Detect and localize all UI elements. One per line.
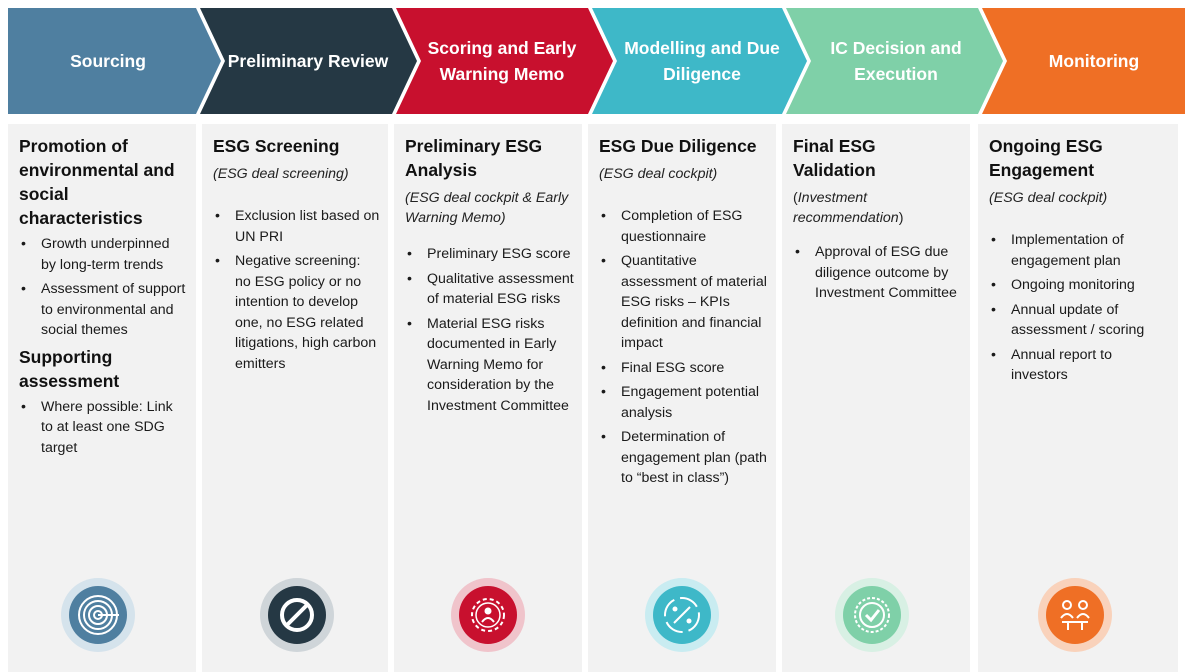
column-title: Preliminary ESG Analysis [405, 136, 543, 180]
bullet-list: Completion of ESG questionnaire Quantita… [599, 206, 768, 489]
process-arrows [8, 8, 1185, 114]
arrow-sourcing [8, 8, 221, 114]
subtitle-italic: Investment recommendation [793, 190, 899, 226]
column-title-secondary: Supporting assessment [19, 346, 120, 391]
bullet-list: Growth underpinned by long-term trends A… [19, 234, 188, 341]
list-item: Preliminary ESG score [405, 244, 574, 265]
list-item: Exclusion list based on UN PRI [213, 206, 380, 247]
bullet-list: Exclusion list based on UN PRI Negative … [213, 206, 380, 374]
stage-label-sourcing: Sourcing [70, 51, 146, 71]
meeting-icon [1038, 578, 1112, 652]
column-title: ESG Screening [213, 136, 340, 156]
list-item: Material ESG risks documented in Early W… [405, 314, 574, 417]
column-subtitle: (ESG deal cockpit) [599, 166, 718, 182]
column-subtitle: (ESG deal screening) [213, 166, 349, 182]
list-item: Quantitative assessment of material ESG … [599, 251, 768, 354]
column-subtitle: (ESG deal cockpit & Early Warning Memo) [405, 190, 569, 226]
list-item: Qualitative assessment of material ESG r… [405, 269, 574, 310]
list-item: Where possible: Link to at least one SDG… [19, 397, 188, 459]
percent-arrows-icon [645, 578, 719, 652]
stage-label-preliminary-review: Preliminary Review [227, 51, 389, 71]
arrow-ic-decision [786, 8, 1003, 114]
paren-open: ( [793, 190, 798, 206]
target-icon [61, 578, 135, 652]
stage-label-scoring: Scoring and Early Warning Memo [427, 38, 577, 84]
column-subtitle: (Investment recommendation) [793, 188, 962, 228]
arrow-monitoring [982, 8, 1185, 114]
arrow-modelling [592, 8, 807, 114]
stage-label-modelling: Modelling and Due Diligence [624, 38, 780, 84]
stage-label-ic-decision: IC Decision and Execution [830, 38, 962, 84]
bullet-list: Preliminary ESG score Qualitative assess… [405, 244, 574, 416]
column-title: Final ESG Validation [793, 136, 876, 180]
prohibited-icon [260, 578, 334, 652]
list-item: Annual report to investors [989, 345, 1170, 386]
column-title: Ongoing ESG Engagement [989, 136, 1103, 180]
column-title: ESG Due Diligence [599, 136, 757, 156]
list-item: Negative screening: no ESG policy or no … [213, 251, 380, 374]
arrow-preliminary-review [200, 8, 417, 114]
list-item: Approval of ESG due diligence outcome by… [793, 242, 962, 304]
bullet-list: Where possible: Link to at least one SDG… [19, 397, 188, 459]
list-item: Implementation of engagement plan [989, 230, 1170, 271]
stage-label-monitoring: Monitoring [1048, 51, 1140, 71]
list-item: Final ESG score [599, 358, 768, 379]
list-item: Growth underpinned by long-term trends [19, 234, 188, 275]
column-monitoring: Ongoing ESG Engagement (ESG deal cockpit… [978, 124, 1178, 672]
person-gear-icon [451, 578, 525, 652]
list-item: Assessment of support to environmental a… [19, 279, 188, 341]
list-item: Engagement potential analysis [599, 382, 768, 423]
column-subtitle: (ESG deal cockpit) [989, 190, 1108, 206]
list-item: Completion of ESG questionnaire [599, 206, 768, 247]
column-title: Promotion of environmental and social ch… [19, 136, 175, 228]
list-item: Ongoing monitoring [989, 275, 1170, 296]
paren-close: ) [898, 210, 904, 226]
list-item: Determination of engagement plan (path t… [599, 427, 768, 489]
bullet-list: Implementation of engagement plan Ongoin… [989, 230, 1170, 386]
check-badge-icon [835, 578, 909, 652]
arrow-scoring [396, 8, 613, 114]
list-item: Annual update of assessment / scoring [989, 300, 1170, 341]
bullet-list: Approval of ESG due diligence outcome by… [793, 242, 962, 304]
